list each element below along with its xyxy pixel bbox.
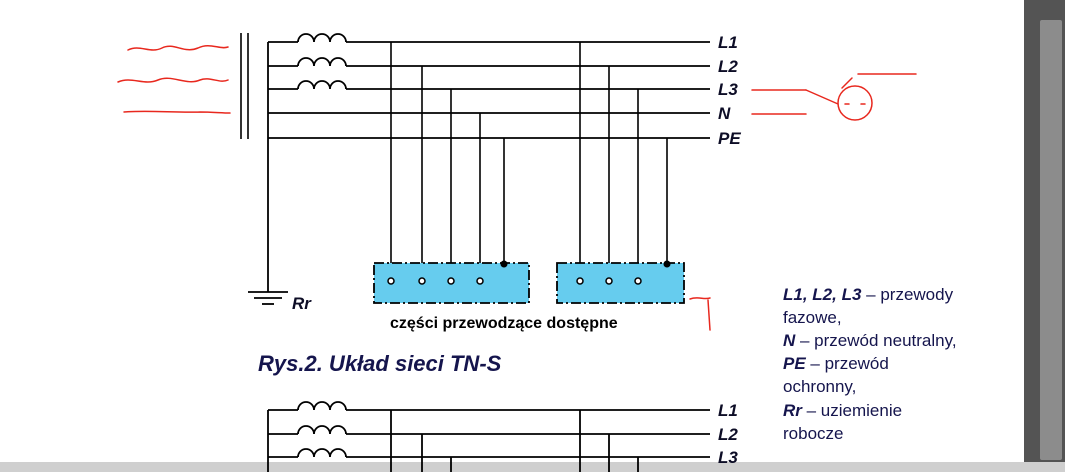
legend-text-pe-2: ochronny, xyxy=(783,377,856,396)
svg-text:L1, L2, L3 – przewody: L1, L2, L3 – przewody xyxy=(783,285,954,304)
enclosure-note: części przewodzące dostępne xyxy=(390,315,618,332)
enclosure-1 xyxy=(373,260,530,304)
second-diagram xyxy=(267,401,710,472)
annotation-wave-3 xyxy=(123,110,231,114)
svg-text:robocze: robocze xyxy=(783,424,843,443)
annotation-lead-2 xyxy=(841,77,853,89)
second-wire-label-l2: L2 xyxy=(718,425,738,444)
legend-text-n: – przewód neutralny, xyxy=(795,331,956,350)
scrollbar-thumb[interactable] xyxy=(1040,20,1062,460)
drop-wires xyxy=(390,42,668,280)
wire-label-l2: L2 xyxy=(718,57,738,76)
annotation-wave-1 xyxy=(127,44,229,51)
wire-label-n: N xyxy=(718,104,731,123)
ground-symbol xyxy=(248,291,288,305)
svg-text:PE – przewód: PE – przewód xyxy=(783,354,889,373)
annotation-socket xyxy=(837,85,873,121)
second-wire-label-l3: L3 xyxy=(718,448,738,467)
wire-label-l1: L1 xyxy=(718,33,738,52)
svg-text:ochronny,: ochronny, xyxy=(783,377,856,396)
ground-label: Rr xyxy=(292,294,312,313)
transformer-core xyxy=(240,33,249,139)
wire-label-pe: PE xyxy=(718,129,741,148)
winding-coils xyxy=(267,33,710,292)
legend-term-pe: PE xyxy=(783,354,806,373)
tn-s-network-diagram: Rr L1 L2 L3 N PE części przewodzące dost… xyxy=(117,33,957,472)
svg-text:fazowe,: fazowe, xyxy=(783,308,842,327)
legend-text-rr: – uziemienie xyxy=(802,401,902,420)
annotation-wave-2 xyxy=(117,77,229,83)
red-annotations xyxy=(117,44,917,331)
legend-text-pe: – przewód xyxy=(806,354,889,373)
svg-text:N – przewód neutralny,: N – przewód neutralny, xyxy=(783,331,957,350)
legend-term-phases: L1, L2, L3 xyxy=(783,285,862,304)
svg-text:Rr – uziemienie: Rr – uziemienie xyxy=(783,401,902,420)
second-wire-label-l1: L1 xyxy=(718,401,738,420)
legend-text-phases-2: fazowe, xyxy=(783,308,842,327)
annotation-tick xyxy=(689,297,711,300)
enclosure-2 xyxy=(556,260,685,304)
bottom-status-bar xyxy=(0,462,1065,472)
figure-caption: Rys.2. Układ sieci TN-S xyxy=(258,351,502,376)
legend-term-rr: Rr xyxy=(783,401,803,420)
legend: L1, L2, L3 – przewody fazowe, N – przewó… xyxy=(783,285,957,443)
legend-term-n: N xyxy=(783,331,796,350)
legend-text-phases: – przewody xyxy=(861,285,953,304)
legend-text-rr-2: robocze xyxy=(783,424,843,443)
annotation-lead-1 xyxy=(805,89,839,105)
wire-label-l3: L3 xyxy=(718,80,738,99)
